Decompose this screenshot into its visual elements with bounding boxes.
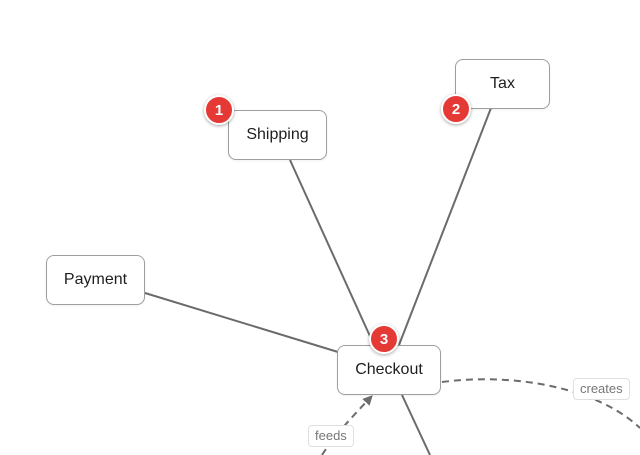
edge-label-creates[interactable]: creates — [573, 378, 630, 400]
node-checkout[interactable]: Checkout — [337, 345, 441, 395]
edge-label-feeds[interactable]: feeds — [308, 425, 354, 447]
edge-creates[interactable] — [441, 378, 640, 429]
node-shipping[interactable]: Shipping — [228, 110, 327, 160]
edge-checkout-down[interactable] — [401, 394, 431, 455]
badge-checkout[interactable]: 3 — [369, 324, 399, 354]
edge-shipping-checkout[interactable] — [289, 159, 375, 346]
node-payment[interactable]: Payment — [46, 255, 145, 305]
node-payment-label: Payment — [63, 271, 128, 288]
node-shipping-label: Shipping — [246, 126, 309, 143]
badge-shipping[interactable]: 1 — [204, 95, 234, 125]
badge-tax[interactable]: 2 — [441, 94, 471, 124]
node-tax-label: Tax — [490, 75, 515, 92]
node-tax[interactable]: Tax — [455, 59, 550, 109]
edge-payment-checkout[interactable] — [144, 292, 339, 353]
edge-tax-checkout[interactable] — [398, 107, 492, 346]
node-checkout-label: Checkout — [355, 361, 423, 378]
